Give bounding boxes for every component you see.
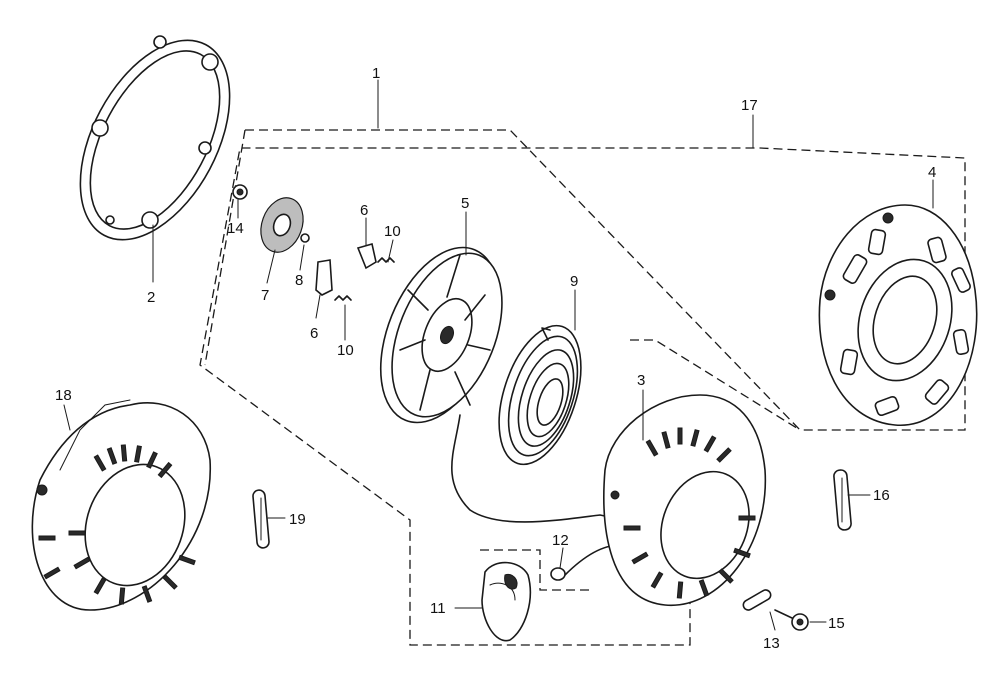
label-19: 19	[289, 511, 306, 528]
label-5: 5	[461, 195, 469, 212]
label-16: 16	[873, 487, 890, 504]
spring-10-upper	[377, 257, 395, 263]
label-13: 13	[763, 635, 780, 652]
recoil-spring-9	[498, 324, 582, 466]
leader-lines	[63, 79, 934, 631]
nut-15	[774, 609, 809, 631]
label-8: 8	[295, 272, 303, 289]
sub-boundary-12	[480, 549, 590, 591]
label-18: 18	[55, 387, 72, 404]
label-12: 12	[552, 532, 569, 549]
label-11: 11	[430, 600, 446, 617]
label-17: 17	[741, 97, 758, 114]
label-10-lower: 10	[337, 342, 354, 359]
label-6-lower: 6	[310, 325, 318, 342]
reel-5	[379, 246, 503, 424]
starter-case-3	[603, 394, 767, 606]
assembly-boundary-1	[204, 129, 246, 366]
label-14: 14	[227, 220, 244, 237]
label-1: 1	[372, 65, 380, 82]
pin-13	[742, 589, 772, 611]
starter-rope	[451, 414, 632, 576]
bolt-14	[232, 184, 248, 200]
flange-cover-4	[818, 204, 978, 426]
label-7: 7	[261, 287, 269, 304]
label-4: 4	[928, 164, 936, 181]
plate-19	[252, 489, 270, 549]
friction-plate-7	[260, 197, 304, 253]
label-3: 3	[637, 372, 645, 389]
spring-10-lower	[334, 295, 352, 301]
plate-16	[833, 469, 852, 531]
rope-guide-12	[550, 567, 566, 581]
ratchet-6-lower	[315, 259, 333, 296]
label-2: 2	[147, 289, 155, 306]
label-6-upper: 6	[360, 202, 368, 219]
recoil-cover-18	[31, 399, 211, 611]
gasket-ring-2	[79, 35, 231, 241]
label-9: 9	[570, 273, 578, 290]
washer-8	[300, 233, 310, 243]
sub-boundary-3	[630, 339, 801, 431]
starter-grip-11	[481, 561, 532, 642]
label-10-upper: 10	[384, 223, 401, 240]
label-15: 15	[828, 615, 845, 632]
ratchet-6-upper	[356, 242, 377, 270]
